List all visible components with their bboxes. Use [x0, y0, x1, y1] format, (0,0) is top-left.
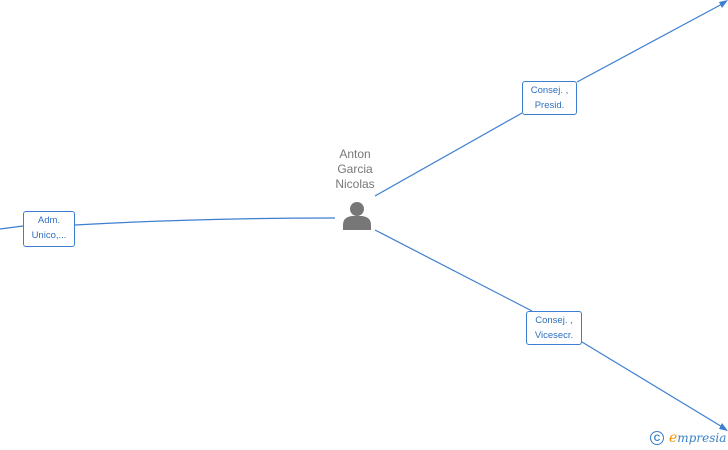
person-name-line: Garcia: [337, 162, 373, 176]
edge-presid-out: [576, 2, 725, 83]
arrowhead-top-right: [719, 0, 728, 8]
person-icon[interactable]: [343, 201, 371, 230]
edge-vicesecr-out: [581, 341, 725, 429]
role-label-line: Consej. ,: [530, 85, 569, 96]
role-consej-vicesecr[interactable]: Consej. , Vicesecr.: [526, 311, 582, 345]
role-label-line: Consej. ,: [535, 315, 573, 326]
role-consej-presid[interactable]: Consej. , Presid.: [522, 81, 577, 115]
brand-first-letter: e: [669, 430, 678, 446]
person-name-line: Nicolas: [335, 177, 375, 191]
person-name-line: Anton: [339, 147, 371, 161]
empresia-watermark: C empresia: [650, 429, 726, 447]
edge-person-presid: [374, 112, 523, 197]
brand-name: empresia: [669, 430, 726, 446]
role-adm-unico[interactable]: Adm. Unico,...: [23, 211, 75, 247]
brand-rest: mpresia: [677, 431, 727, 445]
edge-adm-person: [74, 217, 336, 226]
role-label-line: Unico,...: [31, 230, 67, 241]
role-label-line: Vicesecr.: [534, 330, 574, 341]
person-name[interactable]: Anton Garcia Nicolas: [315, 147, 395, 192]
edge-person-vicesecr: [374, 229, 533, 312]
graph-edges: [0, 2, 725, 429]
copyright-icon: C: [650, 431, 664, 445]
role-label-line: Adm.: [37, 215, 61, 226]
arrowhead-bottom-right: [719, 423, 728, 431]
role-label-line: Presid.: [534, 100, 565, 111]
edge-adm-left: [0, 225, 24, 230]
